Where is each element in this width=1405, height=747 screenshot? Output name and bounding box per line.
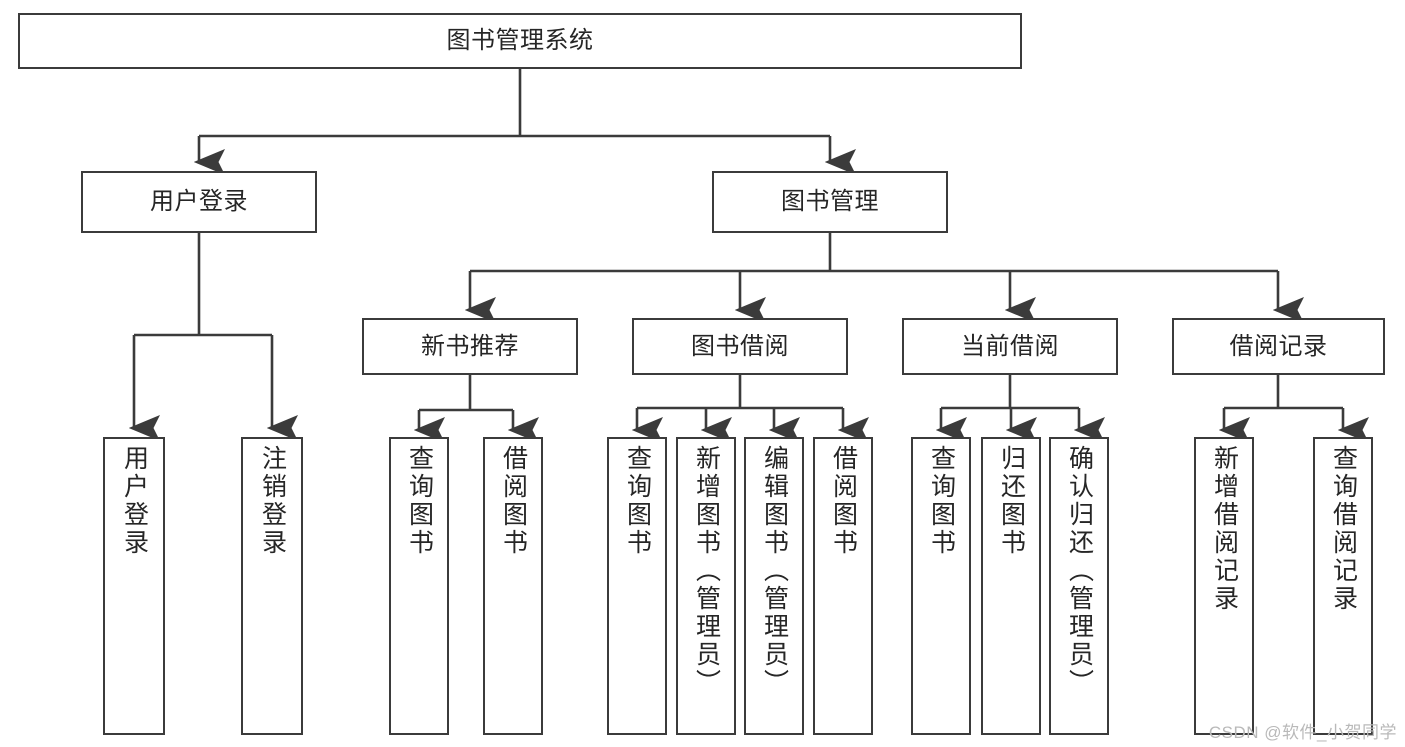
leaf-add-book-admin[interactable]: 新增图书（管理员）	[676, 437, 736, 735]
leaf-borrow-book-newbook[interactable]: 借阅图书	[483, 437, 543, 735]
leaf-add-borrow-record-label: 新增借阅记录	[1210, 445, 1239, 613]
leaf-confirm-return-admin[interactable]: 确认归还（管理员）	[1049, 437, 1109, 735]
leaf-user-login[interactable]: 用户登录	[103, 437, 165, 735]
node-root-label: 图书管理系统	[446, 27, 594, 54]
node-current-borrow[interactable]: 当前借阅	[902, 318, 1118, 375]
leaf-borrow-book-newbook-label: 借阅图书	[499, 445, 528, 557]
leaf-query-book-newbook[interactable]: 查询图书	[389, 437, 449, 735]
leaf-query-book-borrow-label: 查询图书	[623, 445, 652, 557]
leaf-add-borrow-record[interactable]: 新增借阅记录	[1194, 437, 1254, 735]
node-book-borrow-label: 图书借阅	[691, 332, 789, 360]
node-root[interactable]: 图书管理系统	[18, 13, 1022, 69]
leaf-query-borrow-record-label: 查询借阅记录	[1329, 445, 1358, 613]
leaf-borrow-book[interactable]: 借阅图书	[813, 437, 873, 735]
leaf-user-login-label: 用户登录	[120, 445, 149, 557]
leaf-query-book-current[interactable]: 查询图书	[911, 437, 971, 735]
leaf-query-book-newbook-label: 查询图书	[405, 445, 434, 557]
node-book-borrow[interactable]: 图书借阅	[632, 318, 848, 375]
node-user-login-label: 用户登录	[150, 188, 248, 215]
leaf-query-borrow-record[interactable]: 查询借阅记录	[1313, 437, 1373, 735]
node-user-login[interactable]: 用户登录	[81, 171, 317, 233]
node-new-book-recommend-label: 新书推荐	[421, 332, 519, 360]
leaf-logout[interactable]: 注销登录	[241, 437, 303, 735]
node-book-management[interactable]: 图书管理	[712, 171, 948, 233]
node-current-borrow-label: 当前借阅	[961, 332, 1059, 360]
node-borrow-records-label: 借阅记录	[1229, 332, 1328, 360]
watermark-text: CSDN @软件_小贺同学	[1208, 723, 1397, 742]
node-borrow-records[interactable]: 借阅记录	[1172, 318, 1385, 375]
leaf-borrow-book-label: 借阅图书	[829, 445, 858, 557]
leaf-query-book-current-label: 查询图书	[927, 445, 956, 557]
leaf-edit-book-admin[interactable]: 编辑图书（管理员）	[744, 437, 804, 735]
leaf-query-book-borrow[interactable]: 查询图书	[607, 437, 667, 735]
leaf-edit-book-admin-label: 编辑图书（管理员）	[760, 445, 789, 697]
leaf-logout-label: 注销登录	[258, 445, 287, 557]
node-book-management-label: 图书管理	[781, 188, 879, 215]
leaf-return-book-label: 归还图书	[997, 445, 1026, 557]
leaf-confirm-return-admin-label: 确认归还（管理员）	[1065, 445, 1094, 697]
leaf-add-book-admin-label: 新增图书（管理员）	[692, 445, 721, 697]
leaf-return-book[interactable]: 归还图书	[981, 437, 1041, 735]
node-new-book-recommend[interactable]: 新书推荐	[362, 318, 578, 375]
